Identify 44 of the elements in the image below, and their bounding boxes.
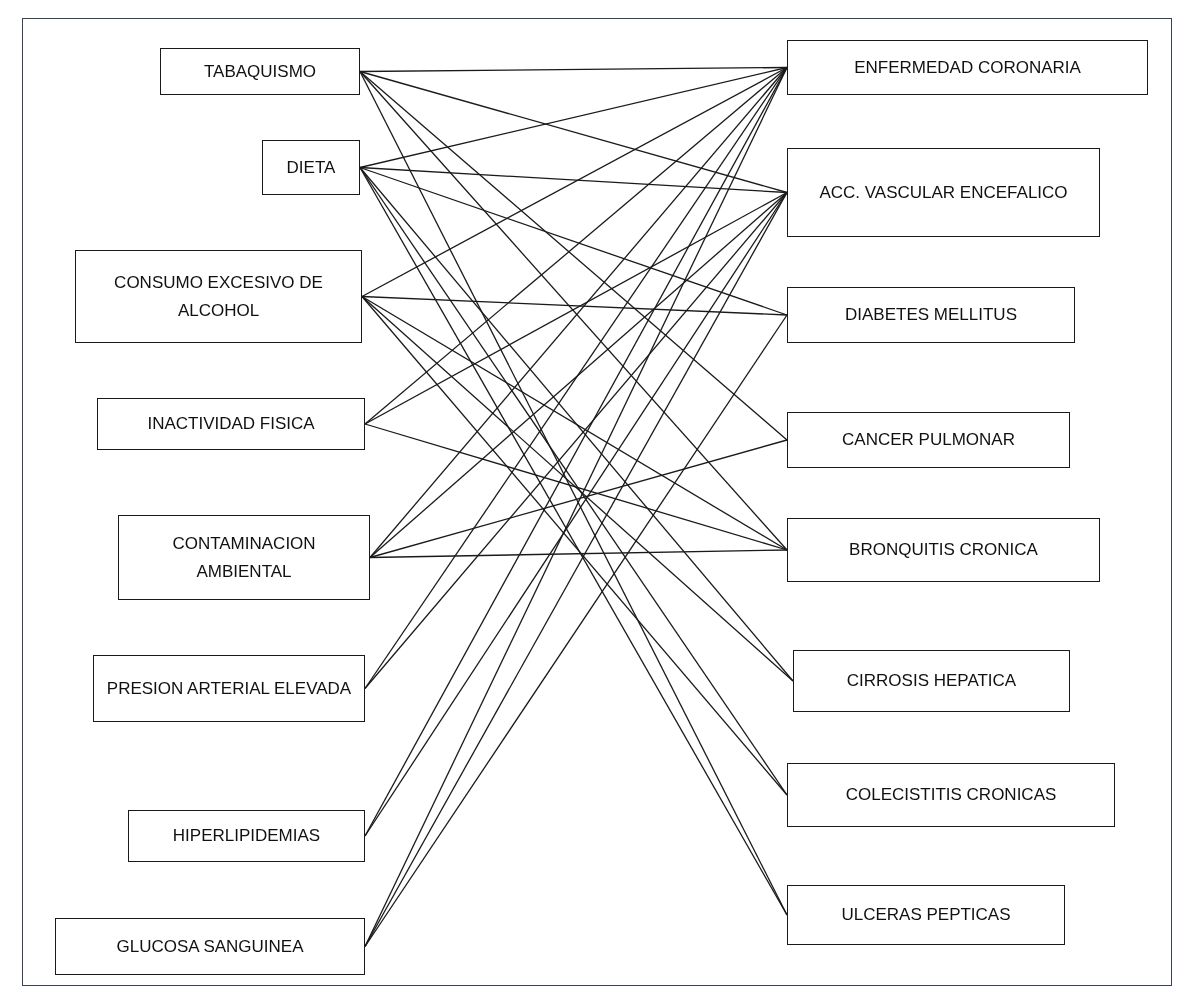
- connector-line: [359, 166, 788, 194]
- box-label: ACC. VASCULAR ENCEFALICO: [819, 181, 1068, 204]
- factor-box: [787, 40, 1148, 95]
- box-label: CANCER PULMONAR: [842, 429, 1015, 452]
- factor-box: [55, 918, 365, 975]
- box-label: BRONQUITIS CRONICA: [849, 539, 1038, 562]
- connector-line: [361, 295, 788, 551]
- connector-line: [359, 70, 788, 194]
- factor-box: [93, 655, 365, 722]
- box-label: HIPERLIPIDEMIAS: [172, 825, 321, 848]
- factor-box: [787, 287, 1075, 343]
- box-label: CONSUMO EXCESIVO DE ALCOHOL: [113, 272, 324, 322]
- factor-box: [793, 650, 1070, 712]
- factor-box: [262, 140, 360, 195]
- factor-box: [75, 250, 362, 343]
- connector-line: [361, 295, 788, 796]
- box-label: INACTIVIDAD FISICA: [147, 413, 315, 436]
- connector-line: [361, 295, 788, 316]
- box-label: CIRROSIS HEPATICA: [846, 670, 1017, 693]
- connector-line: [359, 166, 788, 316]
- factor-box: [787, 412, 1070, 468]
- connector-line: [359, 66, 788, 169]
- box-label: TABAQUISMO: [203, 60, 317, 83]
- connector-line: [369, 549, 788, 559]
- box-label: PRESION ARTERIAL ELEVADA: [106, 677, 352, 700]
- factor-box: [118, 515, 370, 600]
- factor-box: [787, 518, 1100, 582]
- connector-line: [361, 66, 788, 298]
- connector-line: [369, 439, 788, 559]
- box-label: ULCERAS PEPTICAS: [841, 904, 1011, 927]
- box-label: COLECISTITIS CRONICAS: [845, 784, 1057, 807]
- factor-box: [787, 148, 1100, 237]
- box-label: GLUCOSA SANGUINEA: [116, 935, 304, 958]
- box-label: DIABETES MELLITUS: [845, 304, 1017, 327]
- factor-box: [97, 398, 365, 450]
- box-label: DIETA: [286, 156, 336, 179]
- connector-line: [364, 314, 788, 948]
- box-label: ENFERMEDAD CORONARIA: [854, 56, 1081, 79]
- box-label: CONTAMINACION AMBIENTAL: [171, 533, 317, 583]
- factor-box: [160, 48, 360, 95]
- connector-line: [364, 191, 788, 425]
- factor-box: [128, 810, 365, 862]
- factor-box: [787, 885, 1065, 945]
- factor-box: [787, 763, 1115, 827]
